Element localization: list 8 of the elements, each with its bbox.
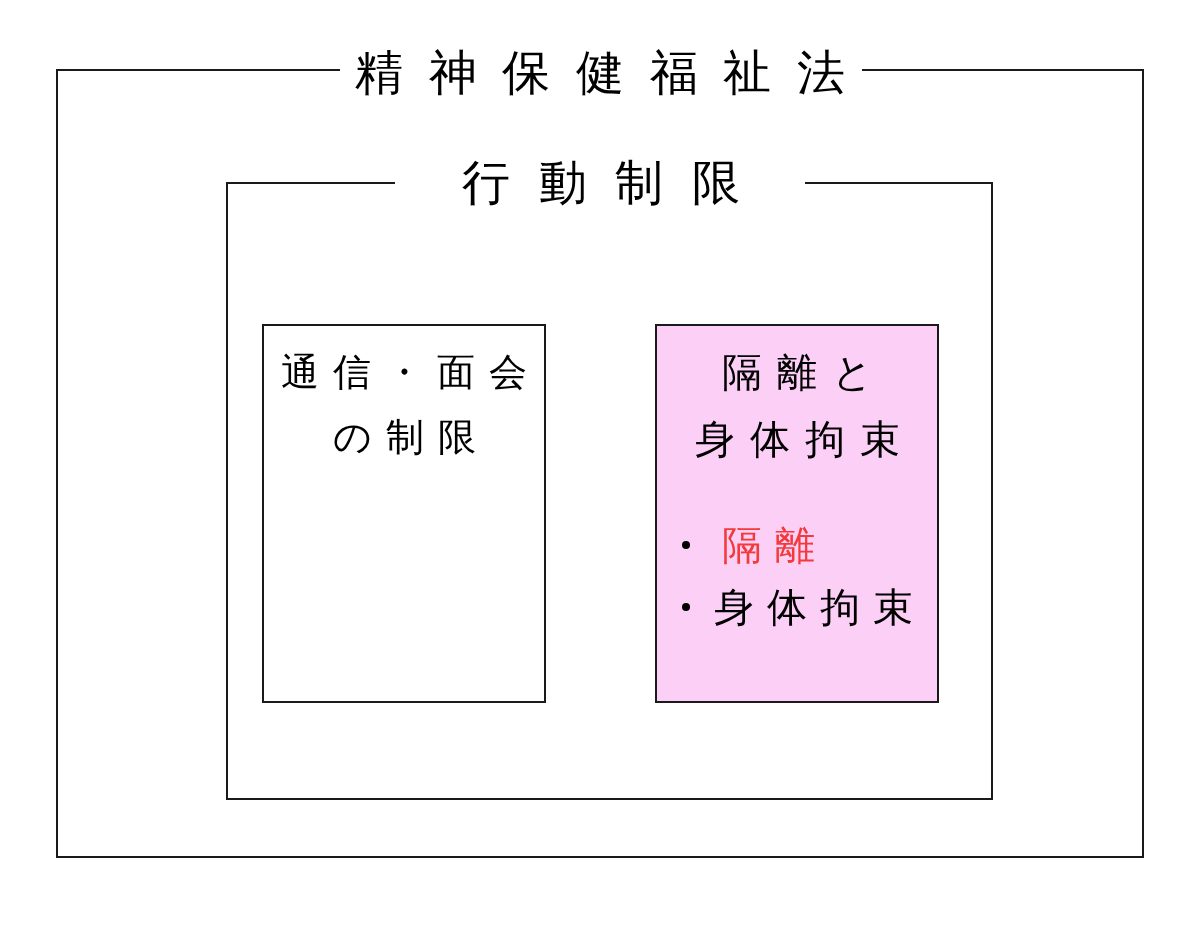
section-heading: 行動制限 <box>462 158 740 206</box>
content-box <box>262 324 546 703</box>
box-heading: 隔離と身体拘束 <box>693 348 916 464</box>
list-item: 隔離 <box>722 521 828 570</box>
frame-heading: 精神保健福祉法 <box>355 48 845 96</box>
content-box <box>655 324 939 703</box>
box-heading: 通信・面会の制限 <box>280 349 542 461</box>
list-item: 身体拘束 <box>714 583 926 632</box>
